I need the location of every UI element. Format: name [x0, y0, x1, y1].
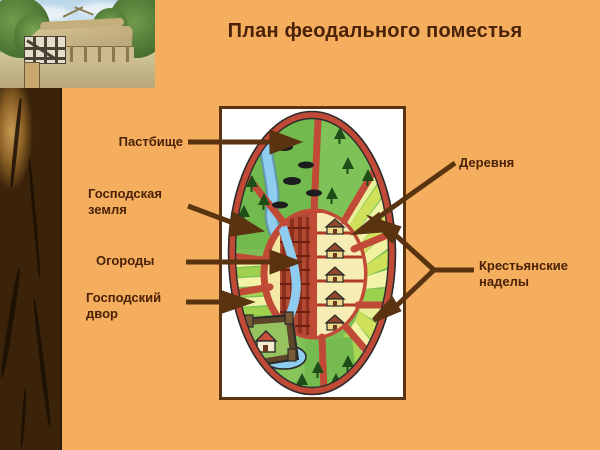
- label-peasant-plots: Крестьянские наделы: [479, 258, 568, 289]
- label-village: Деревня: [459, 155, 515, 170]
- house-icon: [324, 218, 346, 331]
- manor-plan-frame: [219, 106, 406, 400]
- photo-fence-post: [24, 62, 40, 88]
- bark-texture-strip: [0, 88, 62, 450]
- label-gardens: Огороды: [96, 253, 155, 268]
- label-pasture: Пастбище: [118, 134, 183, 149]
- photo-house-post: [112, 46, 115, 62]
- photo-house-post: [126, 46, 129, 62]
- photo-house-post: [70, 46, 73, 62]
- page-title: План феодального поместья: [227, 20, 523, 42]
- photo-house-post: [84, 46, 87, 62]
- label-lords-land: Господская земля: [88, 186, 162, 217]
- photo-house-post: [98, 46, 101, 62]
- label-lords-yard: Господский двор: [86, 290, 162, 321]
- photo-house-gable: [24, 36, 66, 64]
- manor-photo: [0, 0, 155, 88]
- manor-plan-illustration: [222, 109, 403, 397]
